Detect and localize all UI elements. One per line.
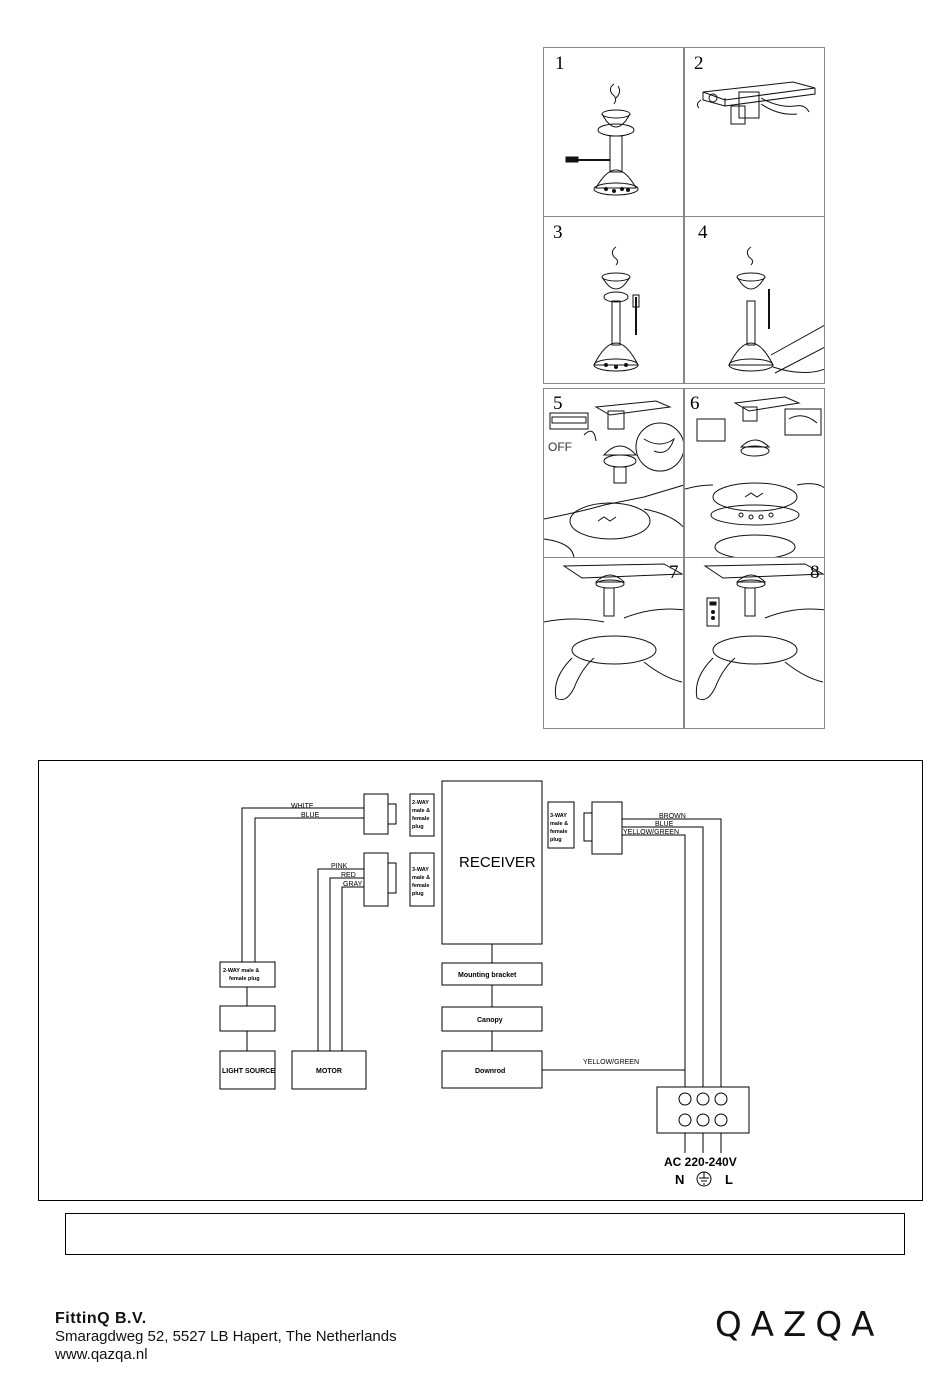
- step-2-illustration: [696, 81, 816, 125]
- step-1-number: 1: [555, 53, 565, 74]
- wire-label-blue-right: BLUE: [655, 821, 674, 828]
- wire-label-blue-left: BLUE: [301, 812, 320, 819]
- wiring-diagram: RECEIVER WHITE BLUE PINK RED GRAY BROWN …: [38, 760, 923, 1201]
- receiver-label: RECEIVER: [459, 854, 536, 871]
- canopy-label: Canopy: [477, 1017, 503, 1024]
- svg-text:female: female: [550, 829, 567, 835]
- svg-text:female: female: [412, 816, 429, 822]
- step-8-panel: 8: [684, 557, 825, 729]
- company-name: FittinQ B.V.: [55, 1310, 147, 1327]
- connector-3way-right: [591, 801, 623, 855]
- step-4-illustration: [728, 246, 824, 374]
- step-7-illustration: [544, 563, 683, 701]
- step-5-illustration: OFF: [544, 400, 683, 557]
- terminal-n-label: N: [675, 1172, 684, 1187]
- plug-3way-label-box-right: [547, 801, 575, 849]
- wiring-diagram-svg: RECEIVER WHITE BLUE PINK RED GRAY BROWN …: [219, 780, 750, 1187]
- step-4-panel: 4: [684, 216, 825, 384]
- plug-2way-label: 2-WAY male & female plug: [412, 800, 430, 830]
- connector-3way-left: [363, 852, 389, 907]
- step-6-illustration: [685, 396, 824, 557]
- installation-steps: 1 2: [543, 47, 825, 729]
- wire-label-ground: YELLOW/GREEN: [583, 1059, 639, 1066]
- light-source-label: LIGHT SOURCE: [222, 1068, 275, 1075]
- note-box: [65, 1213, 905, 1255]
- step-6-panel: 6: [684, 388, 825, 558]
- step-3-number: 3: [553, 222, 563, 243]
- step-2-panel: 2: [684, 47, 825, 217]
- svg-text:2-WAY: 2-WAY: [412, 800, 429, 806]
- wire-label-white: WHITE: [291, 803, 314, 810]
- wire-label-yellow-green: YELLOW/GREEN: [623, 829, 679, 836]
- plug-2way-vertical-box: [219, 961, 276, 988]
- mounting-bracket-label: Mounting bracket: [458, 972, 517, 979]
- step-5-number: 5: [553, 393, 563, 414]
- svg-text:3-WAY: 3-WAY: [550, 813, 567, 819]
- company-website: www.qazqa.nl: [55, 1346, 148, 1363]
- svg-text:male &: male &: [550, 821, 568, 827]
- svg-text:plug: plug: [412, 891, 424, 897]
- wire-label-brown: BROWN: [659, 813, 686, 820]
- blank-box: [219, 1005, 276, 1032]
- wire-label-red: RED: [341, 872, 356, 879]
- step-5-panel: 5 OFF: [543, 388, 684, 558]
- svg-text:female: female: [412, 883, 429, 889]
- step-2-number: 2: [694, 53, 704, 74]
- step-3-illustration: [593, 246, 640, 372]
- plug-2way-vertical-label: 2-WAY male & female plug: [223, 968, 260, 982]
- step-3-panel: 3: [543, 216, 684, 384]
- plug-2way-label-box: [409, 793, 435, 837]
- plug-3way-label-box-left: [409, 852, 435, 907]
- motor-label: MOTOR: [316, 1068, 342, 1075]
- plug-3way-label-left: 3-WAY male & female plug: [412, 867, 430, 897]
- terminal-l-label: L: [725, 1172, 733, 1187]
- step-1-illustration: [565, 83, 639, 196]
- downrod-label: Downrod: [475, 1068, 505, 1075]
- step-7-panel: 7: [543, 557, 684, 729]
- connector-2way-left: [363, 793, 389, 835]
- svg-text:female plug: female plug: [229, 976, 260, 982]
- svg-text:male &: male &: [412, 875, 430, 881]
- svg-text:plug: plug: [412, 824, 424, 830]
- step-8-number: 8: [810, 562, 820, 583]
- step-6-number: 6: [690, 393, 700, 414]
- svg-text:3-WAY: 3-WAY: [412, 867, 429, 873]
- supply-label: AC 220-240V: [664, 1155, 737, 1169]
- svg-text:2-WAY male &: 2-WAY male &: [223, 968, 259, 974]
- company-address: Smaragdweg 52, 5527 LB Hapert, The Nethe…: [55, 1328, 397, 1345]
- off-label: OFF: [548, 440, 572, 454]
- brand-logo: QAZQA: [715, 1305, 884, 1345]
- plug-3way-label-right: 3-WAY male & female plug: [550, 813, 568, 843]
- step-7-number: 7: [669, 562, 679, 583]
- step-4-number: 4: [698, 222, 708, 243]
- step-1-panel: 1: [543, 47, 684, 217]
- svg-text:plug: plug: [550, 837, 562, 843]
- motor-box: [291, 1050, 367, 1090]
- step-8-illustration: [695, 563, 824, 701]
- company-info: FittinQ B.V. Smaragdweg 52, 5527 LB Hape…: [55, 1310, 397, 1364]
- svg-text:male &: male &: [412, 808, 430, 814]
- wire-label-pink: PINK: [331, 863, 348, 870]
- wire-label-gray: GRAY: [343, 881, 363, 888]
